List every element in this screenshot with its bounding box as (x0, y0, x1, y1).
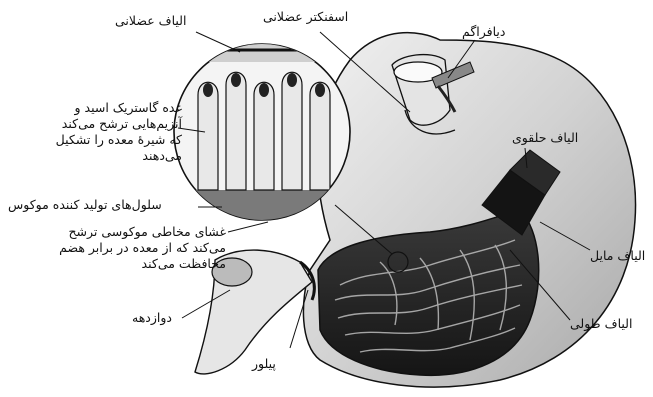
label-mucosa: غشای مخاطی موکوسی ترشح می‌کند که از معده… (40, 224, 226, 272)
mucosa-line-2: می‌کند که از معده در برابر هضم (40, 240, 226, 256)
label-oblique-fibers: الیاف مایل (590, 248, 645, 264)
label-longitudinal-fibers: الیاف طولی (570, 316, 632, 332)
gastric-glands-line-2: آنزیم‌هایی ترشح می‌کند (22, 116, 182, 132)
mucosa-line-1: غشای مخاطی موکوسی ترشح (40, 224, 226, 240)
label-diaphragm: دیافراگم (462, 24, 505, 40)
label-muscular-sphincter: اسفنکتر عضلانی (263, 9, 348, 25)
gastric-glands-line-3: که شیرهٔ معده را تشکیل (22, 132, 182, 148)
label-gastric-glands: غده گاستریک اسید و آنزیم‌هایی ترشح می‌کن… (22, 100, 182, 164)
label-circular-fibers: الیاف حلقوی (512, 130, 578, 146)
label-pylorus: پیلور (252, 356, 276, 372)
label-muscle-fibers: الیاف عضلانی (115, 13, 186, 29)
gastric-glands-line-4: می‌دهند (22, 148, 182, 164)
mucosa-line-3: محافظت می‌کند (40, 256, 226, 272)
label-duodenum: دوازدهه (132, 310, 172, 326)
label-mucus-cells: سلول‌های تولید کننده موکوس (8, 197, 162, 213)
gastric-glands-line-1: غده گاستریک اسید و (22, 100, 182, 116)
